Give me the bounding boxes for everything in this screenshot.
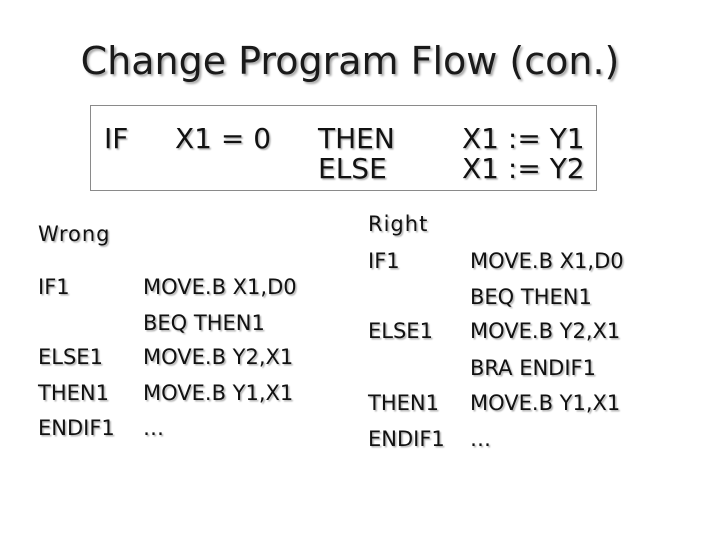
wrong-label: ELSE1 xyxy=(38,345,103,369)
right-label: THEN1 xyxy=(368,391,439,415)
right-instruction: BEQ THEN1 xyxy=(470,285,592,309)
right-instruction: … xyxy=(470,427,491,451)
right-label: IF1 xyxy=(368,249,400,273)
wrong-heading: Wrong xyxy=(38,222,111,246)
condition-box xyxy=(90,105,597,191)
wrong-instruction: MOVE.B Y1,X1 xyxy=(143,381,294,405)
else-action: X1 := Y2 xyxy=(462,152,585,185)
right-instruction: MOVE.B Y2,X1 xyxy=(470,319,621,343)
wrong-instruction: MOVE.B X1,D0 xyxy=(143,275,297,299)
condition-expression: X1 = 0 xyxy=(175,122,272,155)
if-keyword: IF xyxy=(104,122,129,155)
then-action: X1 := Y1 xyxy=(462,122,585,155)
right-label: ENDIF1 xyxy=(368,427,445,451)
right-label: ELSE1 xyxy=(368,319,433,343)
right-heading: Right xyxy=(368,212,429,236)
right-instruction: MOVE.B Y1,X1 xyxy=(470,391,621,415)
then-keyword: THEN xyxy=(318,122,395,155)
else-keyword: ELSE xyxy=(318,152,387,185)
wrong-instruction: MOVE.B Y2,X1 xyxy=(143,345,294,369)
wrong-label: ENDIF1 xyxy=(38,416,115,440)
wrong-instruction: BEQ THEN1 xyxy=(143,311,265,335)
wrong-instruction: … xyxy=(143,416,164,440)
right-instruction: BRA ENDIF1 xyxy=(470,356,596,380)
wrong-label: IF1 xyxy=(38,275,70,299)
slide-title: Change Program Flow (con.) xyxy=(80,39,620,83)
right-instruction: MOVE.B X1,D0 xyxy=(470,249,624,273)
wrong-label: THEN1 xyxy=(38,381,109,405)
